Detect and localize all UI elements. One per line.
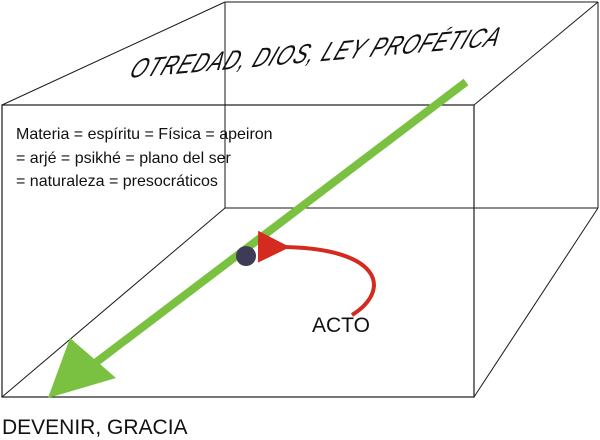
cube-front-face — [1, 104, 475, 398]
front-text-line-3: = naturaleza = presocráticos — [16, 173, 218, 190]
bottom-label: DEVENIR, GRACIA — [2, 416, 188, 439]
cube-back-face — [224, 1, 599, 209]
dark-dot-icon — [236, 246, 256, 266]
front-text-line-1: Materia = espíritu = Física = apeiron — [16, 126, 273, 143]
red-curved-arrow-icon — [257, 230, 376, 317]
cube-depth-edges — [1, 1, 599, 398]
front-text-line-2: = arjé = psikhé = plano del ser — [16, 150, 231, 167]
green-diagonal-arrow-icon — [48, 78, 469, 398]
top-face-label: OTREDAD, DIOS, LEY PROFÉTICA — [125, 21, 507, 84]
acto-label: ACTO — [312, 314, 370, 337]
